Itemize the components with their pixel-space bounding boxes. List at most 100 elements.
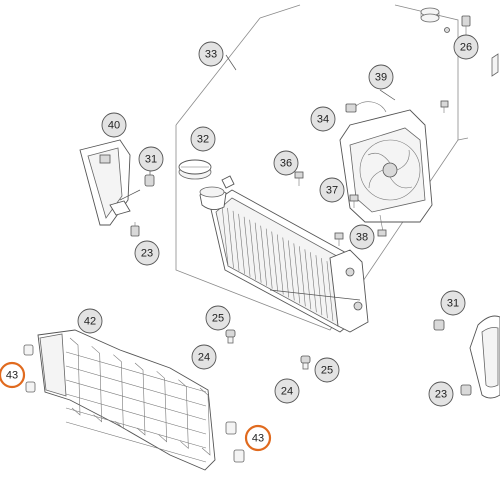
grille-rib xyxy=(65,407,207,449)
callout-23: 23 xyxy=(428,381,454,407)
radiator-fin xyxy=(299,246,306,307)
callout-circle xyxy=(0,361,26,389)
callout-label: 25 xyxy=(212,313,224,325)
callout-label: 39 xyxy=(375,72,387,84)
callout-label: 31 xyxy=(145,154,157,166)
leader-lines xyxy=(225,54,396,301)
callout-39: 39 xyxy=(368,64,394,90)
callout-circle xyxy=(314,357,340,383)
callout-43: 43 xyxy=(0,361,26,389)
callout-circle xyxy=(190,126,216,152)
callout-24: 24 xyxy=(274,378,300,404)
radiator-fin xyxy=(260,225,267,286)
callout-label: 32 xyxy=(197,134,209,146)
radiator-spoiler-grille xyxy=(37,329,216,471)
callout-24: 24 xyxy=(191,344,217,370)
callout-25: 25 xyxy=(314,357,340,383)
callout-circle xyxy=(310,106,336,132)
radiator-fin xyxy=(304,249,312,310)
callout-label: 23 xyxy=(141,248,153,260)
callout-circle xyxy=(274,378,300,404)
radiator-fin xyxy=(221,204,229,266)
grille-slat xyxy=(69,337,81,416)
callout-40: 40 xyxy=(101,112,127,138)
callout-label: 26 xyxy=(460,42,472,54)
radiator-fin xyxy=(326,261,334,322)
callout-label: 36 xyxy=(280,158,292,170)
callout-circle xyxy=(273,150,299,176)
callout-circle xyxy=(368,64,394,90)
radiator-fin xyxy=(315,255,323,316)
callout-circle xyxy=(453,34,479,60)
radiator-fin xyxy=(282,237,290,298)
radiator-fin xyxy=(249,219,256,280)
callout-31: 31 xyxy=(138,146,164,172)
screws xyxy=(294,100,449,246)
radiator-fin xyxy=(276,234,284,295)
callout-25: 25 xyxy=(205,305,231,331)
callout-circle xyxy=(191,344,217,370)
radiator xyxy=(199,175,369,333)
callout-33: 33 xyxy=(198,41,224,67)
callout-circle xyxy=(134,240,160,266)
radiator-fin xyxy=(287,240,295,301)
callout-label: 24 xyxy=(281,386,293,398)
callout-circle xyxy=(319,177,345,203)
callout-group: 26 33 39 40 34 32 31 36 37 38 23 42 25 31 43 24 25 24 23 43 xyxy=(0,34,479,452)
radiator-fin xyxy=(227,207,234,268)
callout-label: 24 xyxy=(198,352,210,364)
callout-circle xyxy=(440,290,466,316)
callout-label: 38 xyxy=(356,232,368,244)
radiator-fin xyxy=(232,210,240,271)
callout-42: 42 xyxy=(77,308,103,334)
radiator-fin xyxy=(254,222,262,283)
radiator-fin xyxy=(265,228,273,289)
rubber-bushes xyxy=(23,344,245,463)
callout-circle xyxy=(77,308,103,334)
callout-label: 33 xyxy=(205,49,217,61)
callout-38: 38 xyxy=(349,224,375,250)
callout-label: 43 xyxy=(6,370,18,382)
callout-label: 43 xyxy=(252,433,264,445)
callout-label: 25 xyxy=(321,365,333,377)
grommets xyxy=(225,319,472,396)
radiator-fan-assembly xyxy=(339,101,433,237)
callout-circle xyxy=(198,41,224,67)
callout-label: 34 xyxy=(317,114,329,126)
callout-36: 36 xyxy=(273,150,299,176)
assembly-frame xyxy=(175,4,469,331)
callout-circle xyxy=(349,224,375,250)
left-radiator-bracket xyxy=(79,139,141,226)
grille-rib xyxy=(65,393,207,435)
callout-label: 37 xyxy=(326,185,338,197)
radiator-fin xyxy=(271,231,279,292)
grille-rib xyxy=(65,351,207,393)
right-spoiler xyxy=(469,315,500,399)
bracket-fasteners xyxy=(130,170,155,237)
callout-37: 37 xyxy=(319,177,345,203)
callout-26: 26 xyxy=(453,34,479,60)
grille-rib xyxy=(65,421,207,463)
callout-circle xyxy=(244,424,272,452)
callout-label: 31 xyxy=(447,298,459,310)
radiator-fin xyxy=(238,213,245,274)
callout-label: 40 xyxy=(108,120,120,132)
callout-circle xyxy=(428,381,454,407)
radiator-fin xyxy=(243,216,251,277)
grille-rib xyxy=(65,379,207,421)
callout-31: 31 xyxy=(440,290,466,316)
grille-slat xyxy=(178,379,189,450)
callout-circle xyxy=(101,112,127,138)
radiator-fin xyxy=(310,252,317,313)
grille-slat xyxy=(113,354,124,430)
callout-circle xyxy=(205,305,231,331)
callout-23: 23 xyxy=(134,240,160,266)
grille-rib xyxy=(65,365,207,407)
radiator-fin xyxy=(321,258,328,319)
callout-43: 43 xyxy=(244,424,272,452)
callout-32: 32 xyxy=(190,126,216,152)
grille-slat xyxy=(91,346,102,423)
callout-circle xyxy=(138,146,164,172)
top-fasteners xyxy=(420,7,499,77)
